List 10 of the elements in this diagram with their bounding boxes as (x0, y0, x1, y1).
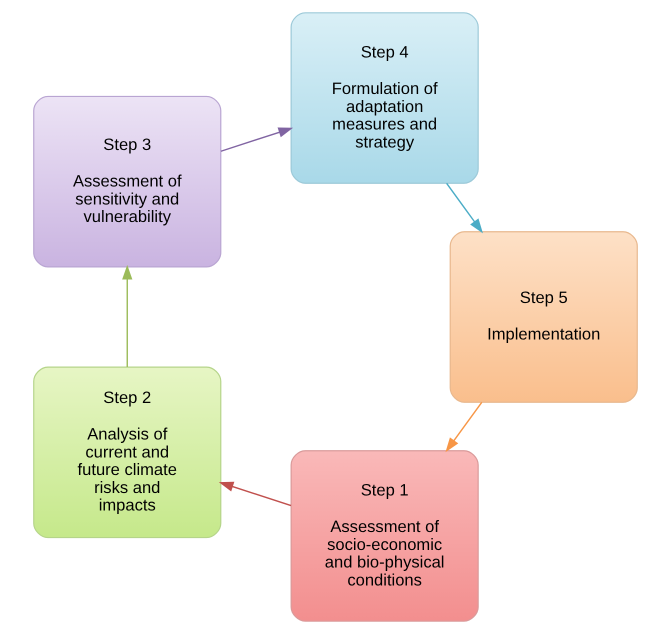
arrow (446, 182, 483, 234)
node-box: Step 3 Assessment of sensitivity and vulnerability (33, 96, 222, 268)
node-box: Step 5 Implementation (450, 231, 638, 403)
arrow (220, 127, 294, 152)
arrow (445, 402, 482, 452)
arrow (122, 264, 132, 368)
node-box: Step 4 Formulation of adaptation measures and strategy (290, 12, 479, 184)
node-box: Step 2 Analysis of current and future climate risks and impacts (33, 366, 222, 538)
node-box: Step 1 Assessment of socio-economic and bio-physical conditions (290, 450, 479, 622)
arrow (218, 482, 292, 506)
